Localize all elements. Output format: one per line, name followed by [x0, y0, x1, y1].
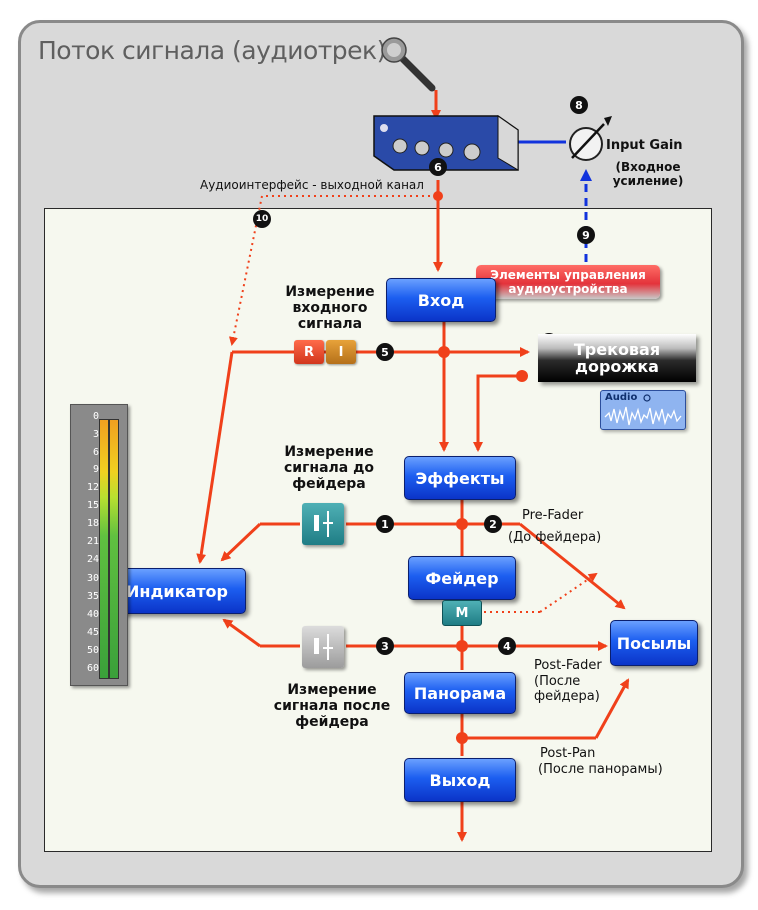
input-gain-label: Input Gain	[606, 138, 683, 153]
audio-clip-label: Audio	[605, 392, 638, 403]
audio-interface-icon	[373, 115, 519, 171]
record-chip: R	[294, 340, 324, 364]
marker-9: 9	[577, 226, 595, 244]
prefader-meter-icon	[302, 503, 344, 545]
input-gain-ru-label: (Входное усиление)	[612, 160, 684, 188]
meter-bar-right	[109, 419, 119, 679]
meter-tick: 15	[86, 500, 99, 511]
marker-5: 5	[376, 343, 394, 361]
pre-fader-ru-label: (До фейдера)	[508, 530, 602, 545]
interface-output-label: Аудиоинтерфейс - выходной канал	[200, 178, 424, 192]
post-fader-label: Post-Fader	[534, 658, 602, 673]
waveform-icon	[604, 394, 682, 426]
gain-knob-icon	[569, 116, 612, 161]
meter-tick: 30	[86, 573, 99, 584]
effects-block: Эффекты	[404, 456, 516, 500]
postfader-meter-icon	[302, 626, 344, 668]
input-monitor-chip: I	[326, 340, 356, 364]
meter-tick: 12	[86, 482, 99, 493]
meter-tick: 60	[86, 663, 99, 674]
microphone-icon	[381, 37, 436, 92]
diagram-title: Поток сигнала (аудиотрек)	[38, 36, 386, 65]
meter-tick: 40	[86, 609, 99, 620]
marker-8: 8	[570, 96, 588, 114]
meter-tick: 35	[86, 591, 99, 602]
device-controls-box: Элементы управления аудиоустройства	[476, 265, 660, 299]
post-pan-label: Post-Pan	[540, 746, 596, 761]
meter-block: Индикатор	[108, 568, 246, 614]
sends-block: Посылы	[610, 620, 698, 666]
meter-tick: 50	[86, 645, 99, 656]
marker-6: 6	[429, 158, 447, 176]
level-meter: 0 3 6 9 12 15 18 21 24 30 35 40 45 50 60	[70, 404, 128, 686]
post-fader-ru-label: (После фейдера)	[534, 674, 600, 704]
measure-postfader-label: Измерение сигнала после фейдера	[273, 682, 391, 730]
measure-prefader-label: Измерение сигнала до фейдера	[283, 444, 375, 492]
audio-clip: Audio	[600, 390, 686, 430]
meter-bar-left	[99, 419, 109, 679]
track-header: Трековая дорожка	[538, 334, 696, 382]
marker-1: 1	[376, 515, 394, 533]
meter-tick: 45	[86, 627, 99, 638]
pre-fader-label: Pre-Fader	[522, 508, 584, 523]
output-block: Выход	[404, 758, 516, 802]
fader-block: Фейдер	[408, 556, 516, 600]
meter-tick: 6	[92, 447, 99, 458]
meter-tick: 24	[86, 554, 99, 565]
meter-tick: 18	[86, 518, 99, 529]
marker-3: 3	[376, 637, 394, 655]
marker-4: 4	[498, 637, 516, 655]
measure-input-label: Измерение входного сигнала	[285, 284, 375, 332]
meter-tick: 3	[92, 429, 99, 440]
meter-tick: 21	[86, 536, 99, 547]
mute-chip: M	[442, 600, 482, 626]
meter-tick: 0	[92, 411, 99, 422]
input-block: Вход	[386, 278, 496, 322]
marker-10: 10	[253, 210, 271, 228]
pan-block: Панорама	[404, 672, 516, 714]
post-pan-ru-label: (После панорамы)	[538, 762, 663, 777]
marker-2: 2	[484, 515, 502, 533]
meter-tick: 9	[92, 464, 99, 475]
